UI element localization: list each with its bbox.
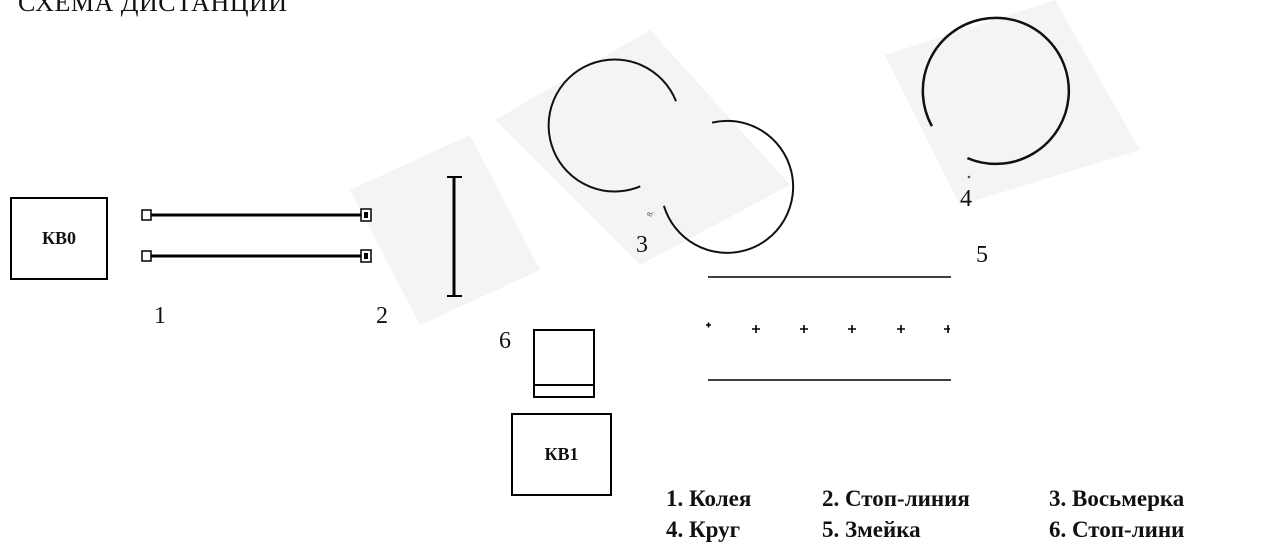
snake-cone xyxy=(944,325,950,333)
stop-line-element xyxy=(447,176,462,297)
eight-loop-upper xyxy=(547,58,677,193)
background-shadows xyxy=(350,0,1140,325)
element-number-2: 2 xyxy=(376,303,388,329)
element-number-5: 5 xyxy=(976,242,988,268)
legend-item-6: 6. Стоп-лини xyxy=(1049,517,1185,542)
zone-kv1-box: КВ1 xyxy=(511,413,612,496)
snake-cone xyxy=(800,325,808,333)
legend-item-5: 5. Змейка xyxy=(822,517,921,542)
circle-element xyxy=(921,16,1071,166)
legend-item-3: 3. Восьмерка xyxy=(1049,486,1185,511)
zone-kv1-label: КВ1 xyxy=(544,444,579,464)
element-number-1: 1 xyxy=(154,303,166,329)
legend-item-2: 2. Стоп-линия xyxy=(822,486,970,511)
stop-line-shadow xyxy=(350,135,540,325)
snake-cone xyxy=(848,325,856,333)
track-element xyxy=(141,208,372,263)
snake-element xyxy=(706,276,951,381)
track-post xyxy=(141,250,152,262)
legend-item-4: 4. Круг xyxy=(666,517,741,542)
stop-box-element xyxy=(533,329,595,398)
element-number-6: 6 xyxy=(499,328,511,354)
zone-kv0-box: КВ0 xyxy=(10,197,108,280)
element-number-4: 4 xyxy=(960,186,972,212)
zone-kv0-label: КВ0 xyxy=(41,228,77,248)
eight-loop-lower xyxy=(662,119,795,254)
circle-marker-dot xyxy=(967,175,971,179)
track-post-mark xyxy=(364,212,368,218)
legend-item-1: 1. Колея xyxy=(666,486,752,511)
circle-shadow xyxy=(885,0,1140,205)
track-post-mark xyxy=(364,253,368,259)
snake-cone xyxy=(897,325,905,333)
stop-box-outline xyxy=(533,329,595,398)
page-title: СХЕМА ДИСТАНЦИИ xyxy=(18,0,288,17)
snake-cone xyxy=(752,325,760,333)
figure-eight-element xyxy=(547,58,795,254)
eight-shadow xyxy=(495,30,790,265)
snake-cone xyxy=(706,322,711,328)
track-post xyxy=(141,209,152,221)
element-number-3: 3 xyxy=(636,232,648,258)
